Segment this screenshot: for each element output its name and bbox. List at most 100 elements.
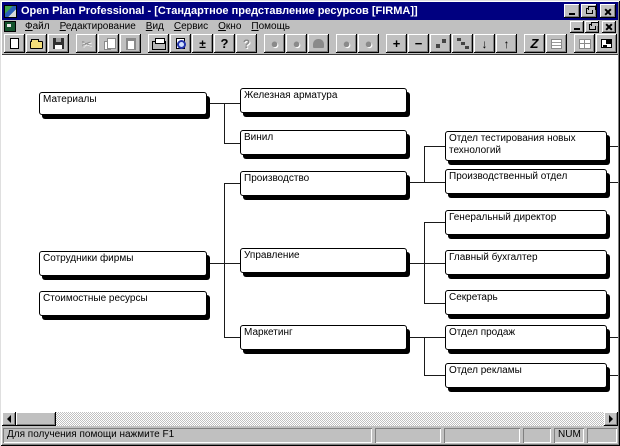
menu-file[interactable]: Файл <box>25 21 50 32</box>
arch-icon <box>313 39 324 48</box>
node-label: Отдел рекламы <box>449 365 522 376</box>
child-close-icon <box>605 23 613 30</box>
minimize-button[interactable] <box>564 4 580 18</box>
circle-2-icon: ● <box>342 36 351 51</box>
child-restore-button[interactable] <box>585 20 599 33</box>
menu-service[interactable]: Сервис <box>173 21 209 32</box>
restore-icon <box>585 6 596 14</box>
copy-icon <box>103 37 116 50</box>
connector-line <box>424 146 425 182</box>
node-ceo[interactable]: Генеральный директор <box>445 210 607 235</box>
move-down-button[interactable]: ↓ <box>474 34 495 53</box>
status-panel-2 <box>444 428 520 443</box>
menu-window[interactable]: Окно <box>218 21 242 32</box>
help-button[interactable]: ? <box>214 34 235 53</box>
node-marketing[interactable]: Маркетинг <box>240 325 407 350</box>
connector-line <box>224 143 240 144</box>
node-production[interactable]: Производство <box>240 171 407 196</box>
zoom-z-button[interactable]: Z <box>524 34 545 53</box>
circle-2-button: ● <box>336 34 357 53</box>
node-label: Сотрудники фирмы <box>43 253 134 264</box>
node-prod-dept[interactable]: Производственный отдел <box>445 169 607 194</box>
move-up-button[interactable]: ↑ <box>496 34 517 53</box>
node-label: Главный бухгалтер <box>449 252 538 263</box>
menu-edit[interactable]: Редактирование <box>59 21 136 32</box>
notes-icon <box>551 38 562 49</box>
activate-window-button[interactable] <box>596 34 617 53</box>
child-close-button[interactable] <box>602 20 616 33</box>
link-icon <box>435 44 440 48</box>
print-icon <box>151 37 166 50</box>
save-icon <box>53 38 64 49</box>
arch-button <box>308 34 329 53</box>
connector-line <box>607 146 618 147</box>
node-label: Секретарь <box>449 292 498 303</box>
node-label: Отдел продаж <box>449 327 516 338</box>
node-vinyl[interactable]: Винил <box>240 130 407 155</box>
connector-line <box>224 103 225 143</box>
link-button[interactable] <box>430 34 451 53</box>
connector-line <box>424 146 445 147</box>
restore-button[interactable] <box>581 4 597 18</box>
node-accountant[interactable]: Главный бухгалтер <box>445 250 607 275</box>
copy-button <box>98 34 119 53</box>
zoom-z-icon: Z <box>530 36 539 51</box>
remove-icon: − <box>414 36 423 51</box>
activate-window-icon <box>601 39 612 48</box>
node-label: Маркетинг <box>244 327 293 338</box>
save-button[interactable] <box>48 34 69 53</box>
scrollbar-thumb[interactable] <box>16 412 56 426</box>
node-sales[interactable]: Отдел продаж <box>445 325 607 350</box>
print-button[interactable] <box>148 34 169 53</box>
child-minimize-button[interactable] <box>570 20 584 33</box>
node-secretary[interactable]: Секретарь <box>445 290 607 315</box>
horizontal-scrollbar[interactable] <box>2 412 618 426</box>
node-testing[interactable]: Отдел тестирования новых технологий <box>445 131 607 161</box>
child-restore-icon <box>588 21 599 30</box>
node-materials[interactable]: Материалы <box>39 92 207 115</box>
status-panel-3 <box>523 428 551 443</box>
scroll-right-icon <box>609 415 613 423</box>
context-help-icon: ? <box>242 36 251 51</box>
child-window-icon[interactable] <box>4 21 16 32</box>
menu-view[interactable]: Вид <box>145 21 164 32</box>
steps-button[interactable] <box>452 34 473 53</box>
node-steel[interactable]: Железная арматура <box>240 88 407 113</box>
open-button[interactable] <box>26 34 47 53</box>
node-label: Стоимостные ресурсы <box>43 293 148 304</box>
connector-line <box>424 222 425 303</box>
node-employees[interactable]: Сотрудники фирмы <box>39 251 207 276</box>
connector-line <box>607 337 618 338</box>
node-management[interactable]: Управление <box>240 248 407 273</box>
notes-button <box>546 34 567 53</box>
menu-help[interactable]: Помощь <box>251 21 291 32</box>
close-button[interactable] <box>600 4 616 18</box>
remove-button[interactable]: − <box>408 34 429 53</box>
node-cost[interactable]: Стоимостные ресурсы <box>39 291 207 316</box>
new-button[interactable] <box>4 34 25 53</box>
add-button[interactable]: + <box>386 34 407 53</box>
circle-1-button: ● <box>264 34 285 53</box>
context-help-button: ? <box>236 34 257 53</box>
connector-line <box>224 183 240 184</box>
plus-minus-icon: ± <box>199 36 206 51</box>
paste-button <box>120 34 141 53</box>
scroll-left-button[interactable] <box>2 412 16 426</box>
print-preview-icon <box>176 38 186 49</box>
add-icon: + <box>392 36 401 51</box>
move-up-icon: ↑ <box>503 36 510 51</box>
num-lock-indicator: NUM <box>554 428 584 443</box>
scrollbar-track[interactable] <box>56 412 604 426</box>
toolbar-group: ✂ <box>76 34 142 53</box>
connector-line <box>424 375 445 376</box>
title-bar: Open Plan Professional - [Стандартное пр… <box>2 2 618 20</box>
scroll-right-button[interactable] <box>604 412 618 426</box>
node-ads[interactable]: Отдел рекламы <box>445 363 607 388</box>
connector-line <box>407 182 445 183</box>
print-preview-button[interactable] <box>170 34 191 53</box>
scroll-left-icon <box>7 415 11 423</box>
status-panel-4 <box>587 428 617 443</box>
plus-minus-button[interactable]: ± <box>192 34 213 53</box>
